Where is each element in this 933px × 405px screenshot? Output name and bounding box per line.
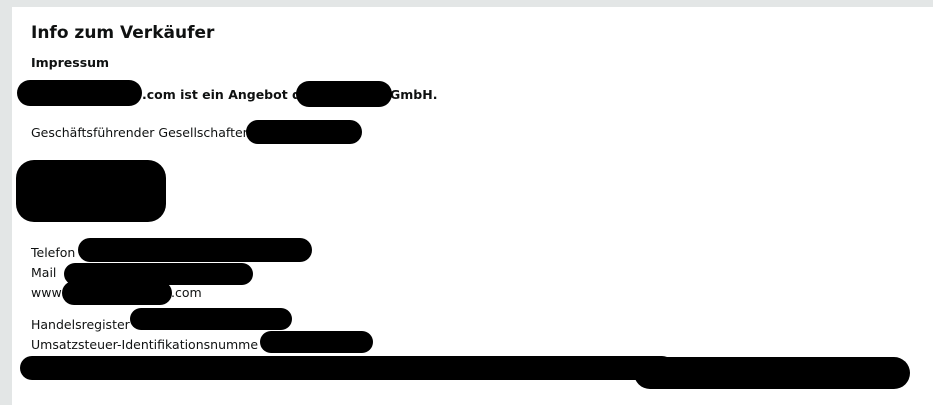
managing-director-label: Geschäftsführender Gesellschafter bbox=[31, 125, 248, 140]
redaction-mark-mail bbox=[64, 263, 253, 285]
redaction-mark-website bbox=[62, 281, 172, 305]
vat-id-label: Umsatzsteuer-Identifikationsnumme bbox=[31, 337, 259, 352]
mail-label: Mail bbox=[31, 265, 57, 280]
website-prefix: www bbox=[31, 285, 62, 300]
redaction-mark-register bbox=[130, 308, 292, 330]
redaction-mark-company bbox=[296, 81, 392, 107]
redaction-mark-vat bbox=[260, 331, 373, 353]
redaction-mark-domain bbox=[17, 80, 142, 106]
website-suffix: .com bbox=[171, 285, 202, 300]
commercial-register-label: Handelsregister bbox=[31, 317, 130, 332]
redaction-mark-address bbox=[16, 160, 166, 222]
redaction-mark-footer-line bbox=[20, 356, 674, 380]
offer-line-company-suffix: GmbH. bbox=[390, 87, 438, 102]
seller-info-card: Info zum Verkäufer Impressum .com ist ei… bbox=[12, 7, 933, 405]
redaction-mark-footer-end bbox=[634, 357, 910, 389]
impressum-heading: Impressum bbox=[31, 55, 110, 70]
seller-info-title: Info zum Verkäufer bbox=[31, 23, 215, 43]
phone-label: Telefon bbox=[31, 245, 76, 260]
redaction-mark-phone bbox=[78, 238, 312, 262]
offer-line-domain-suffix: .com ist ein Angebot de bbox=[142, 87, 310, 102]
redaction-mark-director bbox=[246, 120, 362, 144]
